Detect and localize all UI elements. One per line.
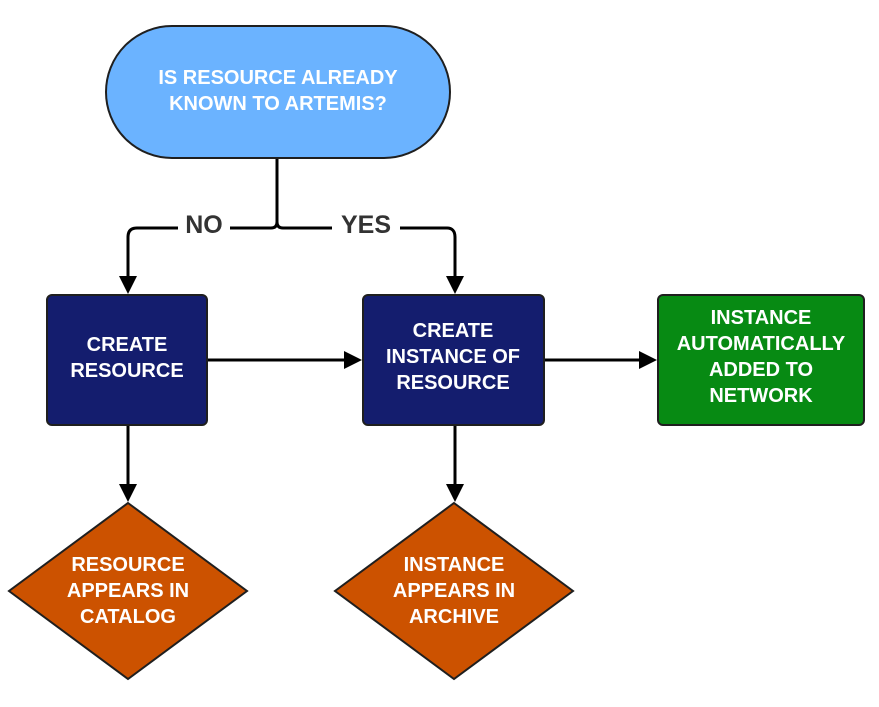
added-to-network-label-line-2: AUTOMATICALLY xyxy=(677,333,846,355)
branch-labels: NO YES xyxy=(178,210,400,244)
create-resource-label-line-2: RESOURCE xyxy=(70,360,183,382)
create-resource-label-line-1: CREATE xyxy=(87,334,168,356)
added-to-network-label-line-4: NETWORK xyxy=(709,385,813,407)
decision-label-line-1: IS RESOURCE ALREADY xyxy=(158,67,398,89)
create-instance-node: CREATE INSTANCE OF RESOURCE xyxy=(362,294,545,426)
create-instance-label-line-3: RESOURCE xyxy=(396,372,509,394)
appears-in-archive-label-line-1: INSTANCE xyxy=(404,554,505,576)
decision-node: IS RESOURCE ALREADY KNOWN TO ARTEMIS? xyxy=(105,25,451,159)
create-resource-node: CREATE RESOURCE xyxy=(46,294,208,426)
decision-label-line-2: KNOWN TO ARTEMIS? xyxy=(169,93,387,115)
appears-in-archive-label-line-2: APPEARS IN xyxy=(393,580,515,602)
appears-in-catalog-label-line-2: APPEARS IN xyxy=(67,580,189,602)
appears-in-catalog-node: RESOURCE APPEARS IN CATALOG xyxy=(7,501,249,681)
branch-label-no: NO xyxy=(185,211,223,239)
arrowhead-resource-to-catalog xyxy=(119,484,137,502)
arrowhead-instance-to-archive xyxy=(446,484,464,502)
arrowhead-resource-to-instance xyxy=(344,351,362,369)
create-instance-label-line-2: INSTANCE OF xyxy=(386,346,520,368)
create-instance-label-line-1: CREATE xyxy=(413,320,494,342)
arrowhead-no xyxy=(119,276,137,294)
appears-in-catalog-label-line-1: RESOURCE xyxy=(71,554,184,576)
arrowhead-instance-to-network xyxy=(639,351,657,369)
arrowhead-yes xyxy=(446,276,464,294)
added-to-network-label-line-1: INSTANCE xyxy=(711,307,812,329)
edge-yes-branch xyxy=(275,221,457,276)
branch-label-yes: YES xyxy=(341,211,391,239)
added-to-network-label-line-3: ADDED TO xyxy=(709,359,813,381)
appears-in-archive-label-line-3: ARCHIVE xyxy=(409,606,499,628)
added-to-network-node: INSTANCE AUTOMATICALLY ADDED TO NETWORK xyxy=(657,294,865,426)
appears-in-archive-node: INSTANCE APPEARS IN ARCHIVE xyxy=(333,501,575,681)
appears-in-catalog-label-line-3: CATALOG xyxy=(80,606,176,628)
